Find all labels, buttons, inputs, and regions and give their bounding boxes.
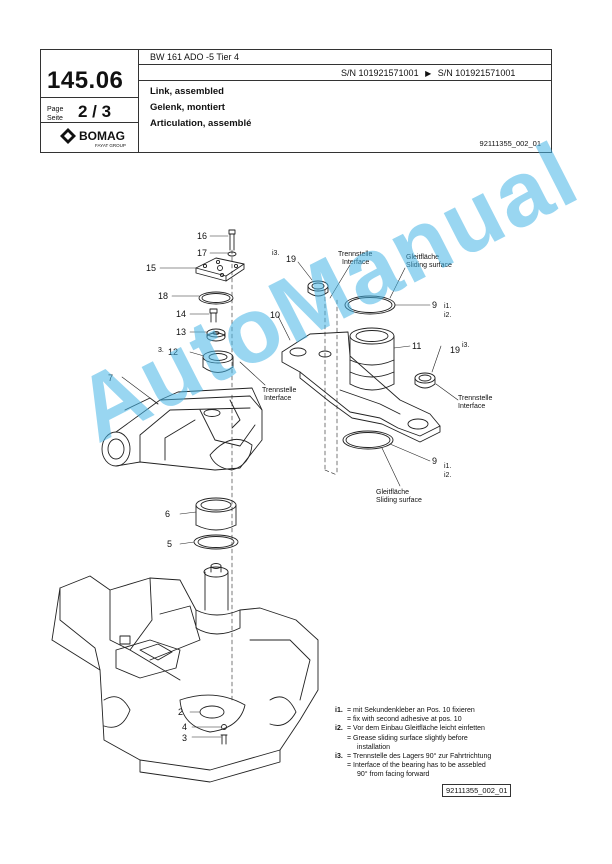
- notes-legend: i1.= mit Sekundenkleber an Pos. 10 fixie…: [335, 707, 492, 779]
- part-18-o-ring: [201, 293, 231, 303]
- part-9-sliding-ring-lower: [342, 430, 394, 450]
- drawing-ref: 92111355_002_01: [479, 139, 541, 148]
- callout-9-lower-note1: i1.: [444, 463, 451, 470]
- callout-12: 12: [168, 347, 178, 357]
- callout-9-upper-note2: i2.: [444, 312, 451, 319]
- assembly-axis-lines: [231, 249, 338, 701]
- callout-12-note: 3.: [158, 347, 164, 354]
- part-17-washer: [227, 251, 237, 257]
- callout-4: 4: [182, 722, 187, 732]
- callout-14: 14: [176, 309, 186, 319]
- callout-7: 7: [108, 373, 113, 383]
- part-10-link-arm: [281, 331, 441, 443]
- svg-text:FAYAT GROUP: FAYAT GROUP: [95, 143, 126, 148]
- interface-label-de: Trennstelle: [338, 251, 372, 258]
- note-i1: i1.= mit Sekundenkleber an Pos. 10 fixie…: [335, 707, 475, 714]
- callout-9-upper: 9: [432, 300, 437, 310]
- sliding-surface-label-de: Gleitfläche: [376, 489, 409, 496]
- callout-11: 11: [412, 341, 421, 351]
- interface-label-en: Interface: [342, 259, 369, 266]
- callout-19-left: 19: [286, 254, 296, 264]
- callout-19-note-left: i3.: [272, 250, 279, 257]
- part-16-bolt: [228, 229, 236, 251]
- part-11-bearing-sleeve: [349, 327, 395, 391]
- footer-drawing-ref: 92111355_002_01: [442, 784, 512, 797]
- title-block-rule: [41, 122, 138, 123]
- part-14-grease-nipple: [209, 308, 218, 323]
- part-18-o-ring: [198, 291, 234, 305]
- sliding-surface-label-en: Sliding surface: [376, 497, 422, 504]
- callout-2: 2: [178, 707, 183, 717]
- callout-16: 16: [197, 231, 207, 241]
- page-of: 2 / 3: [78, 102, 112, 121]
- model-name: BW 161 ADO -5 Tier 4: [150, 52, 240, 62]
- part-5-ring: [193, 534, 239, 550]
- svg-text:BOMAG: BOMAG: [79, 129, 125, 143]
- callout-6: 6: [165, 509, 170, 519]
- title-block-rule: [138, 80, 551, 81]
- interface-label-en: Interface: [458, 403, 485, 410]
- callout-17: 17: [197, 248, 207, 258]
- part-19-bearing-cap-right: [414, 372, 436, 389]
- callout-9-upper-note1: i1.: [444, 303, 451, 310]
- callout-9-lower-note2: i2.: [444, 472, 451, 479]
- note-i2: i2.= Vor dem Einbau Gleitfläche leicht e…: [335, 725, 485, 733]
- title-block: 145.06 Page Seite 2 / 3 BOMAG FAYAT GROU…: [40, 49, 552, 153]
- callout-leaders: [121, 235, 459, 738]
- sliding-surface-label-en: Sliding surface: [406, 262, 452, 269]
- part-13-nut: [206, 328, 226, 342]
- title-de: Gelenk, montiert: [150, 102, 225, 113]
- bomag-logo-icon: BOMAG FAYAT GROUP: [60, 128, 126, 148]
- part-3-bolt: [220, 734, 228, 745]
- callout-10: 10: [270, 310, 280, 320]
- part-9-sliding-ring-upper: [344, 295, 396, 315]
- arrow-right-icon: ▶: [425, 69, 432, 78]
- title-block-rule: [41, 97, 138, 98]
- callout-19-right: 19: [450, 345, 460, 355]
- bomag-logo: BOMAG FAYAT GROUP: [59, 127, 129, 149]
- callout-19-note-right: i3.: [462, 342, 469, 349]
- page-number: 145.06: [47, 67, 124, 94]
- serial-range: S/N 101921571001 ▶ S/N 101921571001: [341, 68, 516, 78]
- page-label: Page Seite: [47, 106, 64, 122]
- interface-label-de: Trennstelle: [262, 387, 296, 394]
- title-block-rule: [138, 64, 551, 65]
- callout-5: 5: [167, 539, 172, 549]
- part-6-sleeve: [195, 497, 237, 531]
- callout-numbers: 16 17 15 18 14 13 3. 12 7 10 i3. 19 11 1…: [108, 231, 469, 743]
- drawing-annotations: Trennstelle Interface Gleitfläche Slidin…: [262, 251, 492, 504]
- part-5-ring: [197, 536, 235, 548]
- part-15-cover-plate: [195, 257, 245, 282]
- interface-label-de: Trennstelle: [458, 395, 492, 402]
- part-19-bearing-cap-left: [307, 280, 329, 297]
- part-12-bearing: [202, 350, 234, 373]
- sliding-surface-label-de: Gleitfläche: [406, 254, 439, 261]
- interface-label-en: Interface: [264, 395, 291, 402]
- part-7-frame-housing: [101, 387, 263, 471]
- title-block-divider: [138, 50, 139, 152]
- lower-frame-housing: [51, 563, 319, 783]
- callout-18: 18: [158, 291, 168, 301]
- callout-13: 13: [176, 327, 186, 337]
- note-i3: i3.= Trennstelle des Lagers 90° zur Fahr…: [335, 753, 492, 761]
- callout-15: 15: [146, 263, 156, 273]
- callout-3: 3: [182, 733, 187, 743]
- title-fr: Articulation, assemblé: [150, 118, 252, 129]
- title-en: Link, assembled: [150, 86, 224, 97]
- callout-9-lower: 9: [432, 456, 437, 466]
